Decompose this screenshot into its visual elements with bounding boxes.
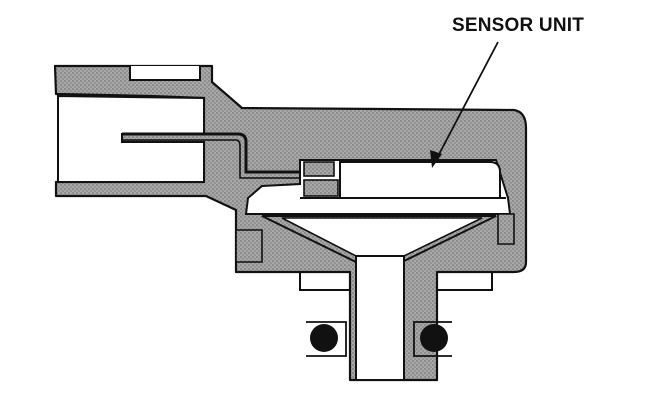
bond-block-upper (303, 161, 335, 177)
mount-shoulder-left (235, 229, 263, 263)
o-ring-left-seat (306, 321, 347, 357)
callout-leader-line (435, 41, 499, 161)
callout-arrowhead (430, 150, 442, 168)
o-ring-right (420, 324, 448, 352)
bond-block-lower (303, 179, 339, 197)
mount-shoulder-right (497, 213, 515, 245)
connector-top-slot (129, 66, 201, 81)
o-ring-right-seat (413, 321, 452, 357)
terminal-pin (122, 132, 300, 174)
inlet-bore (355, 255, 405, 381)
seal-groove-step (299, 272, 493, 291)
o-ring-left (310, 324, 338, 352)
connector-opening (57, 94, 205, 183)
sensor-unit-chip (339, 161, 501, 199)
callout-label-sensor-unit: SENSOR UNIT (452, 15, 584, 36)
terminal-pin-inner (122, 139, 300, 179)
